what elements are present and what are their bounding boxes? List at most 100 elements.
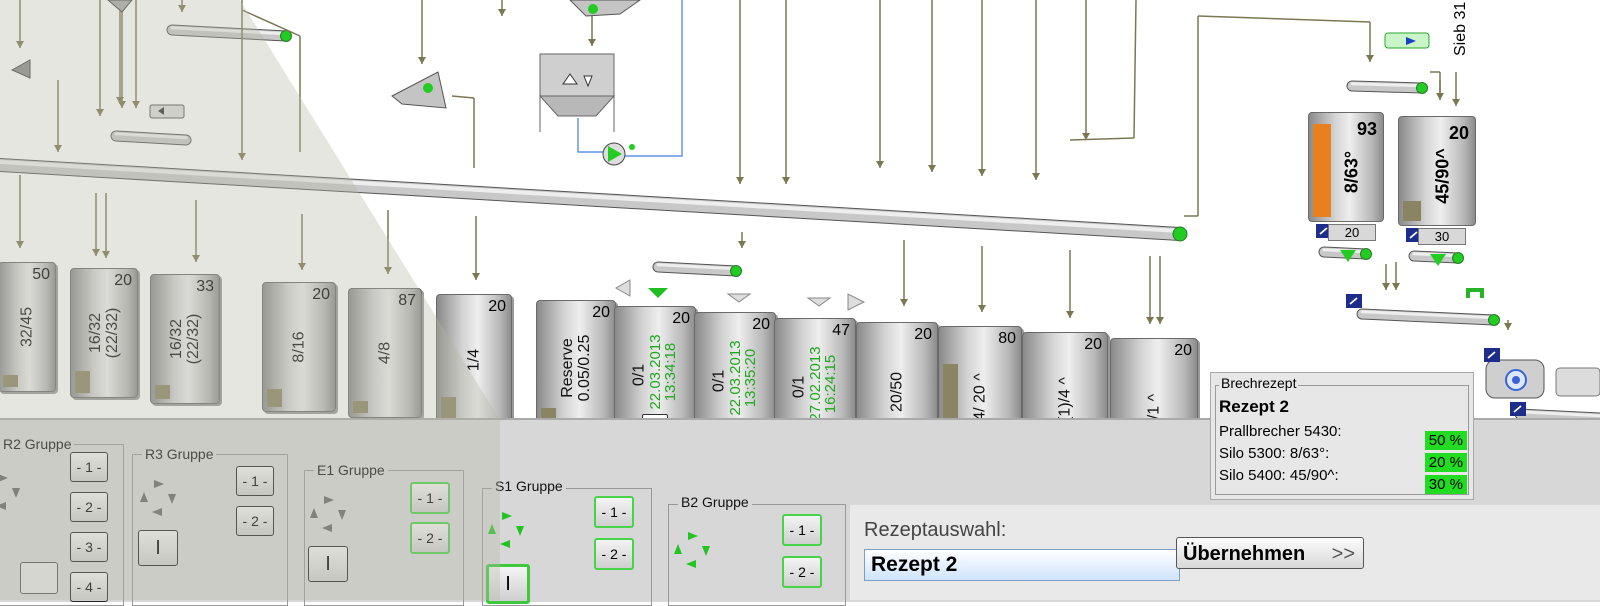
silo-number: 20	[488, 298, 506, 315]
group-b2-button-1[interactable]: - 1 -	[782, 514, 822, 546]
crusher-rotor-hub	[1512, 376, 1520, 384]
cycle-arrow-segment	[310, 508, 318, 518]
cycle-arrow-segment	[338, 510, 346, 520]
apply-recipe-label: Übernehmen	[1183, 543, 1306, 565]
silo-timestamp: 22.03.2013 13:35:20	[727, 340, 759, 416]
cycle-arrow-segment	[140, 492, 148, 502]
navigate-arrow	[1487, 351, 1496, 359]
group-b2-button-2[interactable]: - 2 -	[782, 556, 822, 588]
silo-fill-level	[155, 385, 170, 399]
cycle-arrow-segment	[502, 512, 512, 520]
cycle-arrow-segment	[168, 494, 176, 504]
group-r2-button-1[interactable]: - 1 -	[70, 452, 108, 482]
silo-grain-label: 0/1	[790, 375, 808, 399]
flow-arrow-icon	[876, 161, 884, 168]
conveyor-belt	[1347, 81, 1427, 93]
manual-hand-icon[interactable]	[20, 562, 58, 594]
group-s1-button-1[interactable]: - 1 -	[594, 496, 634, 528]
silo-number: 20	[1448, 123, 1469, 143]
group-r2-button-4[interactable]: - 4 -	[70, 572, 108, 602]
motor-running-icon	[730, 265, 742, 277]
silo-number: 20	[1084, 336, 1102, 353]
flow-arrow-icon	[1382, 283, 1390, 290]
silo-grain-label: Reserve 0.05/0.25	[559, 334, 593, 402]
silo-grain-label: 4/8	[376, 341, 394, 365]
recipe-title: Brechrezept	[1219, 375, 1299, 391]
motor-running-icon	[1488, 314, 1500, 326]
cycle-arrow-segment	[500, 540, 510, 548]
group-e1-start-button[interactable]: I	[308, 546, 348, 582]
flow-arrow-icon	[978, 169, 986, 176]
silo-grain-label: 16/32 (22/32)	[168, 313, 202, 365]
conveyor-highlight	[1518, 410, 1600, 418]
dosing-hopper-cone	[538, 95, 616, 117]
group-title-b2: B2 Gruppe	[678, 494, 752, 510]
silo-number: 20	[114, 272, 132, 289]
group-r2-button-3[interactable]: - 3 -	[70, 532, 108, 562]
flow-arrow-icon	[418, 57, 426, 64]
recipe-line-value: 30 %	[1425, 475, 1467, 494]
silo-grain-label: 4/ 20 ^	[971, 373, 989, 421]
flow-arrow-icon	[1156, 317, 1164, 324]
flow-arrow-icon	[1032, 173, 1040, 180]
recipe-name: Rezept 2	[1219, 397, 1289, 416]
apply-recipe-button[interactable]: Übernehmen >>	[1176, 537, 1364, 569]
group-e1-button-1[interactable]: - 1 -	[410, 482, 450, 514]
recipe-line-value: 50 %	[1425, 431, 1467, 450]
silo-number: 33	[196, 278, 214, 295]
silo-fill-level	[267, 389, 282, 407]
recipe-select-field[interactable]: Rezept 2	[864, 549, 1180, 581]
silo-number: 47	[832, 322, 850, 339]
flow-arrow-icon	[738, 241, 746, 248]
group-s1-button-2[interactable]: - 2 -	[594, 538, 634, 570]
conveyor-belt	[167, 25, 291, 41]
flow-arrow-icon	[588, 39, 596, 46]
arrow-left-icon	[158, 107, 164, 115]
cycle-arrow-segment	[322, 524, 332, 532]
motor-running-icon	[423, 83, 433, 93]
cycle-arrows-icon	[488, 512, 524, 548]
direction-right-icon	[847, 293, 866, 311]
cycle-arrow-segment	[0, 502, 6, 510]
active-direction-icon	[648, 288, 668, 298]
conveyor-highlight	[170, 26, 288, 36]
water-line	[577, 118, 604, 153]
group-r2-button-2[interactable]: - 2 -	[70, 492, 108, 522]
navigate-arrow	[1513, 405, 1522, 413]
group-r3-start-button[interactable]: I	[138, 530, 178, 566]
motor-running-icon	[1416, 82, 1428, 94]
magnet-icon	[1466, 288, 1484, 298]
group-s1-start-button[interactable]: I	[486, 564, 530, 604]
triangle-down-icon	[583, 75, 593, 88]
flow-arrow-icon	[132, 101, 140, 108]
discharge-rate[interactable]: 30	[1418, 228, 1466, 245]
group-e1-button-2[interactable]: - 2 -	[410, 522, 450, 554]
silo-number: 93	[1356, 119, 1377, 139]
discharge-rate[interactable]: 20	[1328, 224, 1376, 241]
flow-arrow-icon	[928, 165, 936, 172]
silo-grain-label: 32/45	[18, 306, 36, 348]
silo-s3[interactable]: 33 16/32 (22/32)	[150, 274, 220, 404]
discharge-active-icon	[1340, 250, 1356, 262]
group-r3-button-2[interactable]: - 2 -	[236, 506, 274, 536]
group-r3-button-1[interactable]: - 1 -	[236, 466, 274, 496]
cycle-arrows-icon	[140, 480, 176, 516]
flap-gate-icon	[107, 0, 133, 13]
flow-arrow-icon	[192, 255, 200, 262]
group-title-e1: E1 Gruppe	[314, 462, 388, 478]
silo-grain-label: 20/50	[888, 371, 906, 413]
silo-number: 80	[998, 330, 1016, 347]
status-dot-icon	[629, 144, 635, 150]
group-title-s1: S1 Gruppe	[492, 478, 566, 494]
direction-left-icon	[614, 279, 631, 297]
silo-grain-label: 8/16	[290, 331, 308, 363]
